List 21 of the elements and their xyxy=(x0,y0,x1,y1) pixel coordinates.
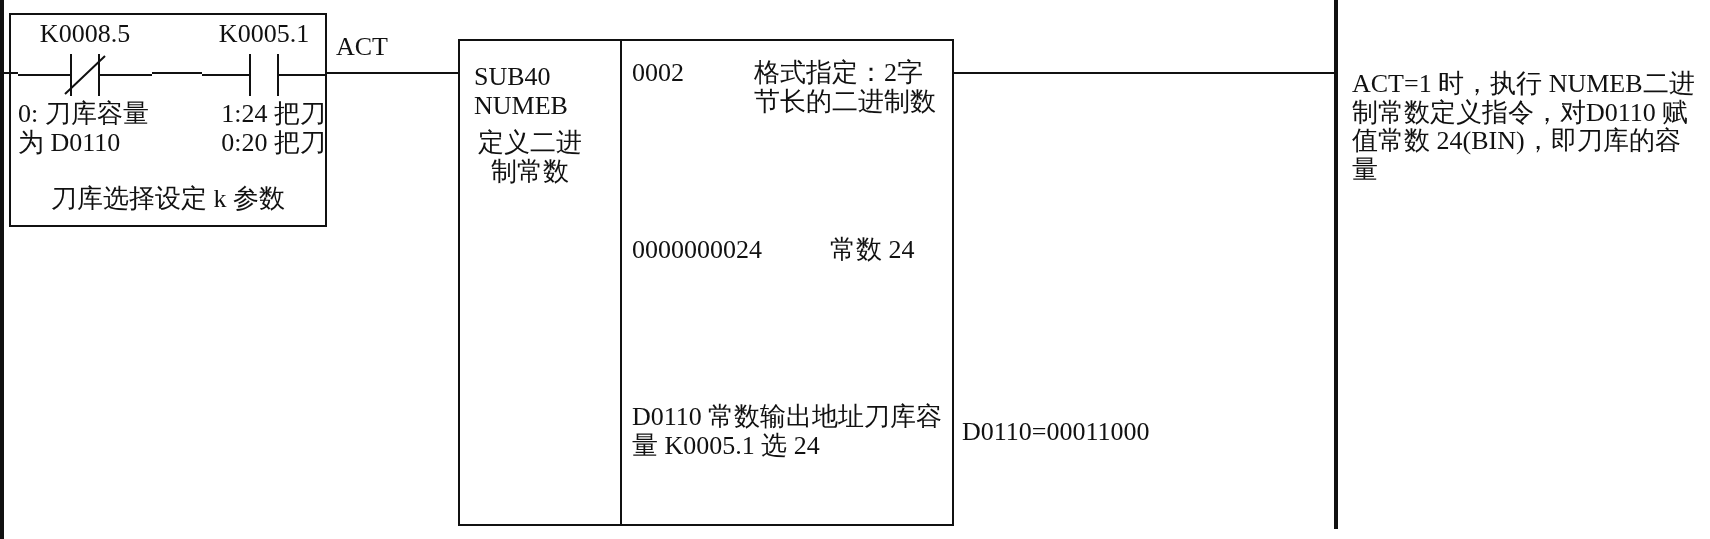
parameter-comment: 常数 24 xyxy=(830,236,916,265)
wire xyxy=(151,72,203,74)
instruction-description: 定义二进制常数 xyxy=(477,129,583,187)
contact-comment: 0: 刀库容量为 D0110 xyxy=(18,100,150,158)
wire xyxy=(953,72,1335,74)
contact-comment: 1:24 把刀 0:20 把刀 xyxy=(220,100,326,158)
contact-address: K0008.5 xyxy=(38,20,132,49)
parameter-comment: D0110 常数输出地址刀库容量 K0005.1 选 24 xyxy=(632,403,944,461)
contact-address: K0005.1 xyxy=(217,20,311,49)
power-rail xyxy=(1334,0,1338,529)
parameter-comment: 格式指定：2字节长的二进制数 xyxy=(754,59,937,117)
note-text: ACT=1 时，执行 NUMEB二进制常数定义指令，对D0110 赋值常数 24(BIN)，即刀库的容量 xyxy=(1352,70,1696,185)
parameter-value: 0000000024 xyxy=(632,236,763,265)
function-block xyxy=(458,39,954,526)
output-value: D0110=00011000 xyxy=(962,418,1150,447)
parameter-value: 0002 xyxy=(632,59,685,88)
instruction-name: SUB40 NUMEB xyxy=(474,63,569,121)
group-title: 刀库选择设定 k 参数 xyxy=(50,185,286,214)
group-frame xyxy=(9,13,327,227)
power-rail xyxy=(0,0,4,539)
wire xyxy=(325,72,459,74)
